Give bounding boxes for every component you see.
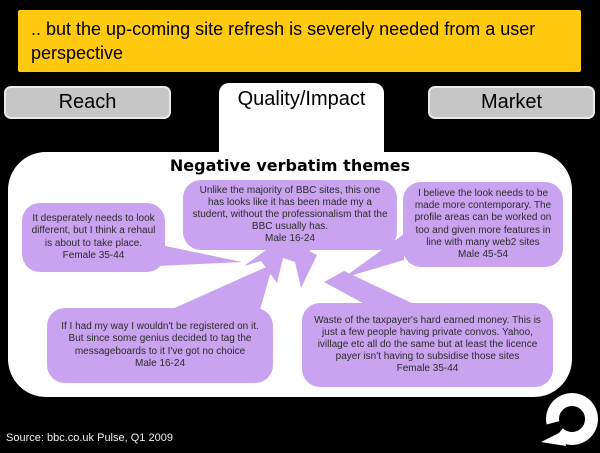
tab-reach[interactable]: Reach [4, 86, 171, 119]
bubble-attribution: Female 35-44 [62, 249, 125, 261]
verbatim-bubble-top-center: Unlike the majority of BBC sites, this o… [183, 180, 397, 250]
bubble-quote: Waste of the taxpayer's hard earned mone… [314, 314, 541, 363]
bubble-attribution: Male 16-24 [264, 233, 316, 245]
bubble-quote: It desperately needs to look different, … [31, 213, 156, 249]
tab-quality-impact[interactable]: Quality/Impact [219, 83, 384, 160]
verbatim-bubble-right: I believe the look needs to be made more… [403, 182, 563, 267]
verbatim-bubble-left: It desperately needs to look different, … [22, 203, 165, 272]
bubble-attribution: Male 16-24 [134, 357, 186, 369]
logo-tail [541, 431, 566, 446]
tab-market[interactable]: Market [428, 86, 595, 119]
verbatim-bubble-bottom-right: Waste of the taxpayer's hard earned mone… [302, 303, 553, 387]
tab-quality-impact-label: Quality/Impact [237, 88, 366, 110]
bubble-quote: If I had my way I wouldn't be registered… [61, 321, 259, 357]
slide-title: .. but the up-coming site refresh is sev… [31, 19, 536, 63]
source-note: Source: bbc.co.uk Pulse, Q1 2009 [6, 432, 173, 444]
speech-bubble-logo-icon [541, 393, 599, 448]
bubble-attribution: Female 35-44 [396, 363, 459, 375]
tab-reach-label: Reach [58, 91, 117, 113]
bubble-attribution: Male 45-54 [457, 248, 509, 260]
bubble-quote: I believe the look needs to be made more… [414, 187, 552, 248]
content-panel: Negative verbatim themes It desperately … [8, 152, 572, 397]
tail-bottom-left [170, 264, 273, 310]
bubble-quote: Unlike the majority of BBC sites, this o… [192, 184, 388, 233]
tail-bottom-right [324, 271, 420, 307]
panel-title: Negative verbatim themes [169, 156, 411, 175]
verbatim-bubble-bottom-left: If I had my way I wouldn't be registered… [47, 308, 273, 383]
slide-title-banner: .. but the up-coming site refresh is sev… [18, 10, 581, 72]
tab-market-label: Market [480, 91, 543, 113]
tail-left [156, 244, 242, 266]
tail-top-center [244, 247, 319, 288]
